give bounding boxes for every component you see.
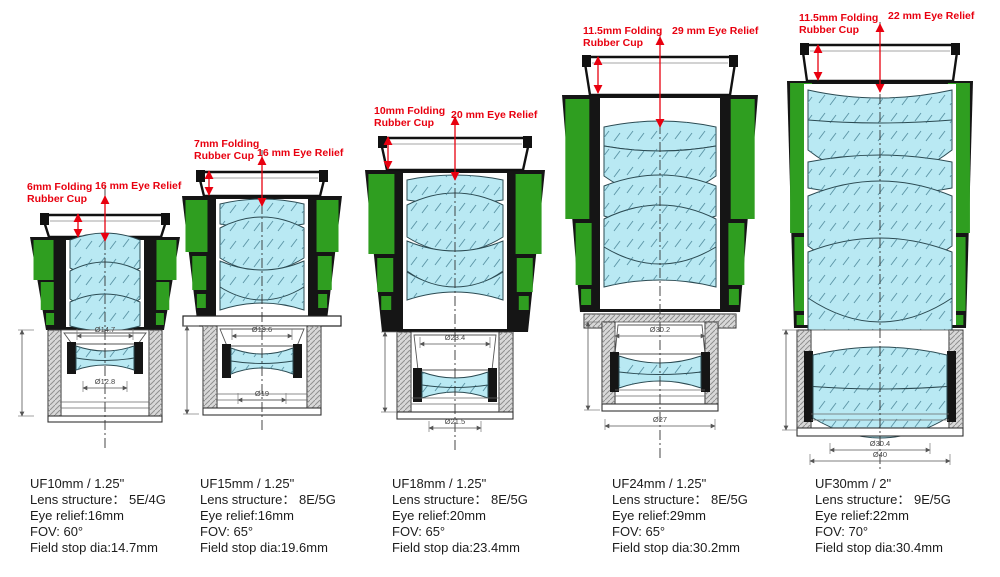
rubber-armor xyxy=(518,296,529,310)
spec-lens-structure: Lens structure： 8E/5G xyxy=(612,492,748,507)
rubber-armor xyxy=(368,174,395,254)
diameter-label-bottom: Ø21.5 xyxy=(445,417,465,426)
spec-field-stop: Field stop dia:30.2mm xyxy=(612,540,740,555)
rubber-armor xyxy=(728,223,745,285)
cup-corner xyxy=(729,55,738,67)
rubber-armor xyxy=(316,200,339,252)
diameter-label-bottom: Ø40 xyxy=(873,450,887,459)
spec-fov: FOV: 65° xyxy=(392,524,446,539)
spec-model: UF30mm / 2" xyxy=(815,476,892,491)
rubber-armor xyxy=(155,313,164,325)
spec-field-stop: Field stop dia:23.4mm xyxy=(392,540,520,555)
rubber-armor xyxy=(185,200,208,252)
diameter-label-top: Ø19.6 xyxy=(252,325,272,334)
cup-corner xyxy=(523,136,532,148)
spec-model: UF24mm / 1.25" xyxy=(612,476,707,491)
cup-corner xyxy=(196,170,205,182)
spec-eye-relief: Eye relief:29mm xyxy=(612,508,706,523)
rubber-cup-label: 7mm Folding Rubber Cup xyxy=(194,138,260,162)
spec-eye-relief: Eye relief:16mm xyxy=(200,508,294,523)
cup-corner xyxy=(40,213,49,225)
spec-field-stop: Field stop dia:19.6mm xyxy=(200,540,328,555)
rubber-armor xyxy=(581,289,592,305)
rubber-armor xyxy=(565,99,590,219)
rubber-armor xyxy=(381,296,392,310)
diameter-label-bottom: Ø12.8 xyxy=(95,377,115,386)
diameter-label-top: Ø30.4 xyxy=(870,439,890,448)
diameter-label-bottom: Ø19 xyxy=(255,389,269,398)
rubber-armor xyxy=(196,294,206,308)
diameter-label-top: Ø14.7 xyxy=(95,325,115,334)
eye-relief-label: 29 mm Eye Relief xyxy=(672,25,759,37)
rubber-armor xyxy=(953,315,964,325)
cup-corner xyxy=(800,43,809,55)
rubber-cup-label: 11.5mm Folding Rubber Cup xyxy=(799,12,879,36)
spec-lens-structure: Lens structure： 5E/4G xyxy=(30,492,166,507)
spec-eye-relief: Eye relief:22mm xyxy=(815,508,909,523)
spec-eye-relief: Eye relief:20mm xyxy=(392,508,486,523)
eye-relief-label: 16 mm Eye Relief xyxy=(257,147,344,159)
rubber-armor xyxy=(730,99,755,219)
eye-relief-label: 22 mm Eye Relief xyxy=(888,10,975,22)
rubber-armor xyxy=(156,282,170,310)
spec-fov: FOV: 70° xyxy=(815,524,869,539)
rubber-armor xyxy=(515,174,542,254)
spec-fov: FOV: 65° xyxy=(200,524,254,539)
rubber-armor xyxy=(796,315,807,325)
spec-lens-structure: Lens structure： 8E/5G xyxy=(392,492,528,507)
rubber-armor xyxy=(516,258,533,292)
rubber-armor xyxy=(318,294,328,308)
spec-eye-relief: Eye relief:16mm xyxy=(30,508,124,523)
diameter-label-top: Ø30.2 xyxy=(650,325,670,334)
spec-model: UF15mm / 1.25" xyxy=(200,476,295,491)
rubber-armor xyxy=(192,256,207,290)
rubber-armor xyxy=(40,282,54,310)
rubber-armor xyxy=(575,223,592,285)
cup-corner xyxy=(582,55,591,67)
cup-corner xyxy=(951,43,960,55)
spec-fov: FOV: 60° xyxy=(30,524,84,539)
diameter-label-top: Ø23.4 xyxy=(445,333,465,342)
spec-field-stop: Field stop dia:30.4mm xyxy=(815,540,943,555)
eye-relief-label: 20 mm Eye Relief xyxy=(451,109,538,121)
rubber-armor xyxy=(46,313,55,325)
rubber-cup-label: 10mm Folding Rubber Cup xyxy=(374,105,446,129)
spec-model: UF10mm / 1.25" xyxy=(30,476,125,491)
spec-fov: FOV: 65° xyxy=(612,524,666,539)
rubber-cup-label: 6mm Folding Rubber Cup xyxy=(27,181,93,205)
rubber-cup-label: 11.5mm Folding Rubber Cup xyxy=(583,25,663,49)
cup-corner xyxy=(319,170,328,182)
cup-corner xyxy=(378,136,387,148)
spec-field-stop: Field stop dia:14.7mm xyxy=(30,540,158,555)
rubber-armor xyxy=(33,240,54,280)
spec-model: UF18mm / 1.25" xyxy=(392,476,487,491)
cup-corner xyxy=(161,213,170,225)
rubber-armor xyxy=(728,289,739,305)
spec-lens-structure: Lens structure： 9E/5G xyxy=(815,492,951,507)
rubber-armor xyxy=(156,240,177,280)
rubber-armor xyxy=(317,256,332,290)
spec-lens-structure: Lens structure： 8E/5G xyxy=(200,492,336,507)
rubber-armor xyxy=(377,258,394,292)
diameter-label-bottom: Ø27 xyxy=(653,415,667,424)
eye-relief-label: 16 mm Eye Relief xyxy=(95,180,182,192)
